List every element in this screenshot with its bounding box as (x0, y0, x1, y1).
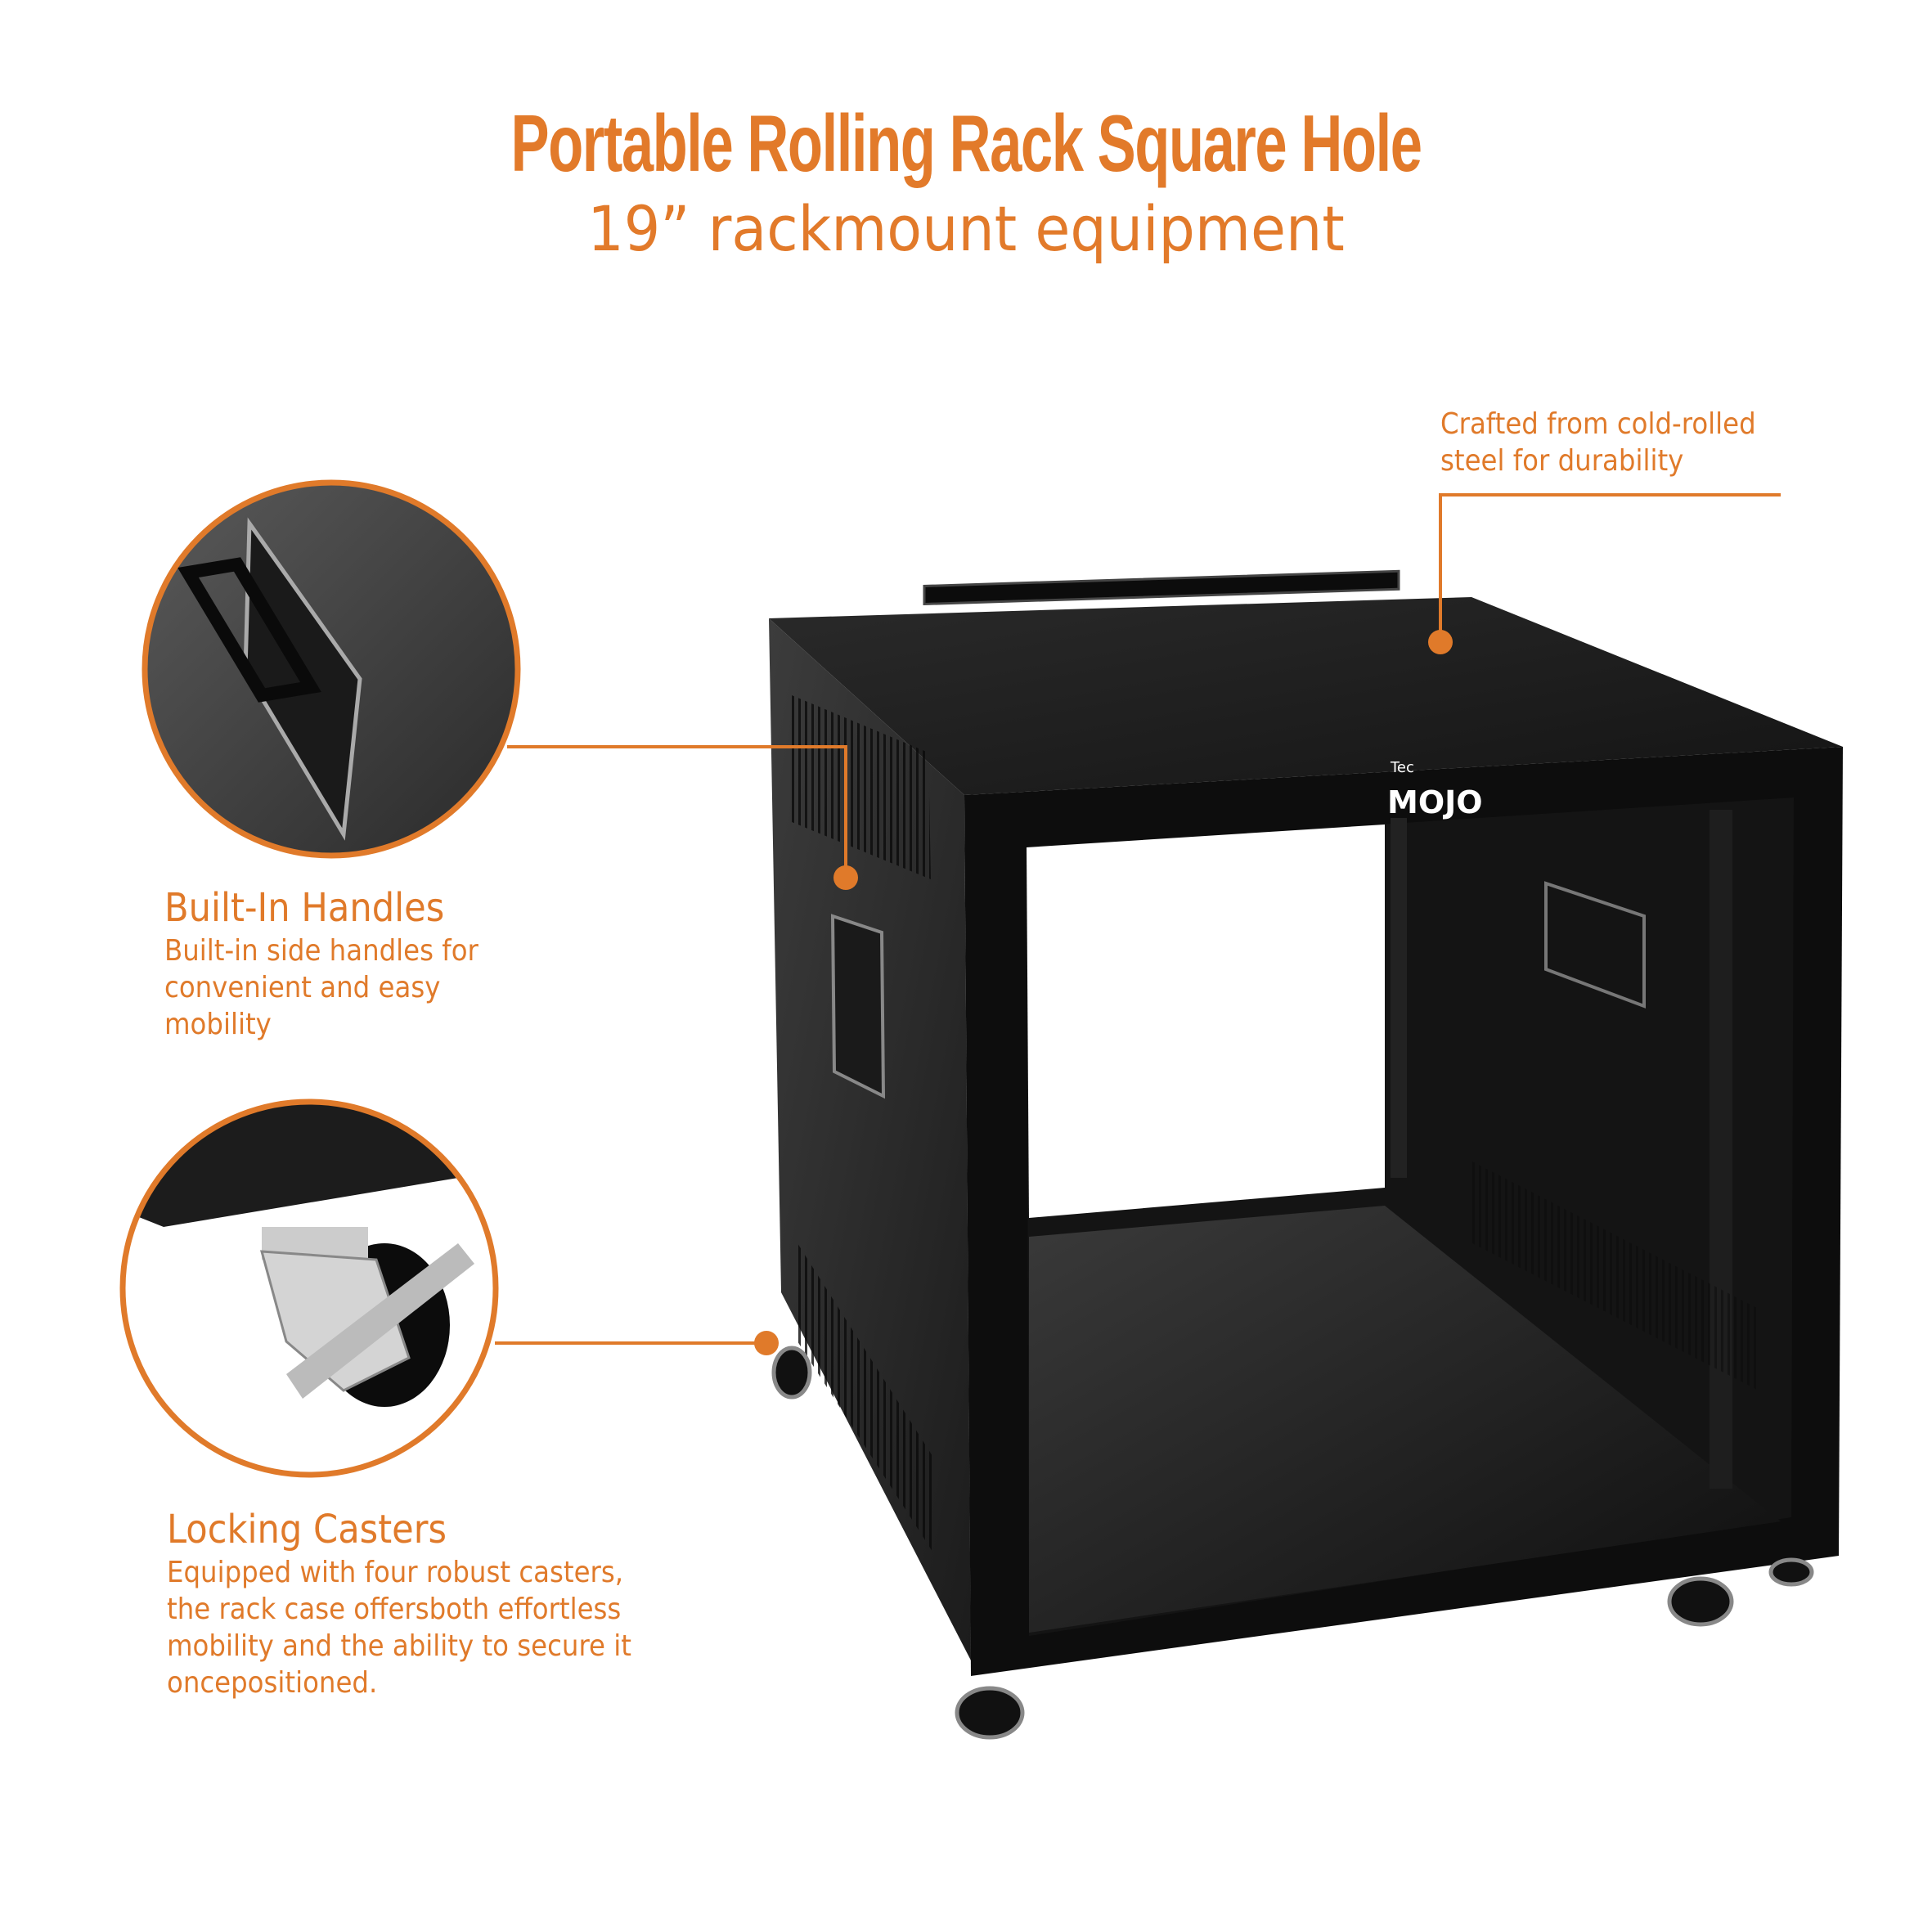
side-vent (798, 1243, 934, 1554)
page-subtitle: 19” rackmount equipment (587, 192, 1345, 265)
callout-handles-line: Built-in side handles for (164, 934, 479, 968)
callout-handles-heading: Built-In Handles (164, 885, 445, 931)
brand-logo-small: Tec (1390, 759, 1414, 776)
callout-casters-line: Equipped with four robust casters, (167, 1556, 624, 1589)
callout-dot-steel (1428, 630, 1453, 654)
callout-steel-line: steel for durability (1440, 444, 1684, 478)
side-handle (830, 914, 886, 1099)
side-vent (792, 695, 931, 879)
caster-detail-circle (119, 1099, 499, 1478)
callout-casters-line: oncepositioned. (167, 1666, 378, 1700)
casters (771, 1346, 1814, 1740)
callout-casters-line: mobility and the ability to secure it (167, 1629, 631, 1663)
callout-steel-line: Crafted from cold-rolled (1440, 407, 1756, 441)
callout-handles: Built-In Handles Built-in side handles f… (164, 885, 513, 1043)
page-title: Portable Rolling Rack Square Hole (510, 98, 1422, 188)
handle-detail-circle (142, 479, 521, 859)
callout-dot-casters (754, 1331, 779, 1355)
callout-casters-line: the rack case offersboth effortless (167, 1593, 622, 1626)
callout-lines (495, 493, 1781, 1345)
callout-handles-line: convenient and easy (164, 971, 441, 1004)
callout-casters: Locking Casters Equipped with four robus… (167, 1507, 683, 1701)
rack-cabinet: Tec MOJO (769, 569, 1843, 1740)
callout-dot-handles (833, 865, 858, 890)
brand-logo: MOJO (1387, 784, 1483, 820)
callout-casters-heading: Locking Casters (167, 1507, 447, 1552)
callout-steel: Crafted from cold-rolled steel for durab… (1440, 406, 1791, 479)
callout-handles-line: mobility (164, 1008, 272, 1041)
